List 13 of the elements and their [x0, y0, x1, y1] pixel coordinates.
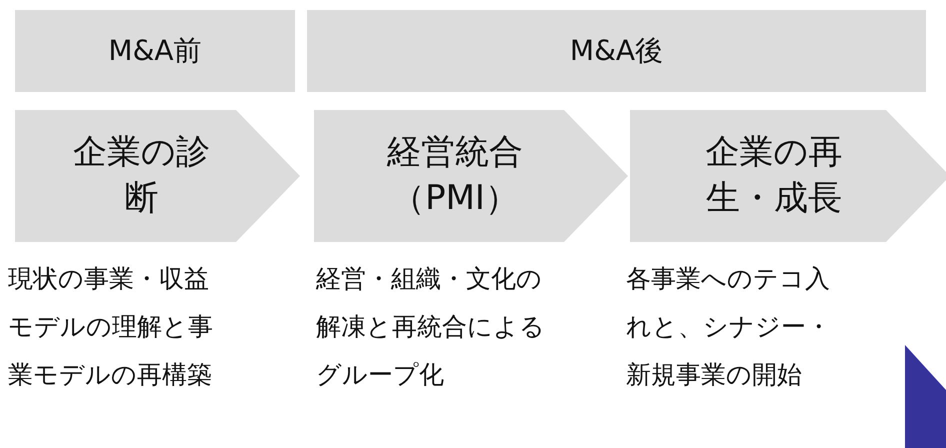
- header-band: [15, 10, 295, 92]
- chevron-step: [314, 110, 628, 242]
- step-description: 現状の事業・収益モデルの理解と事業モデルの再構築: [8, 263, 214, 391]
- chevron-step: [15, 110, 300, 242]
- step-title: 経営統合（PMI）: [386, 131, 524, 220]
- band-label: M&A後: [570, 33, 664, 69]
- step-description: 経営・組織・文化の解凍と再統合によるグループ化: [316, 263, 546, 391]
- step-title: 企業の再生・成長: [704, 131, 844, 220]
- step-description: 各事業へのテコ入れと、シナジー・新規事業の開始: [626, 263, 831, 391]
- step-title: 企業の診断: [72, 131, 211, 220]
- band-label: M&A前: [108, 33, 202, 69]
- header-band: [307, 10, 926, 92]
- chevron-step: [630, 110, 946, 242]
